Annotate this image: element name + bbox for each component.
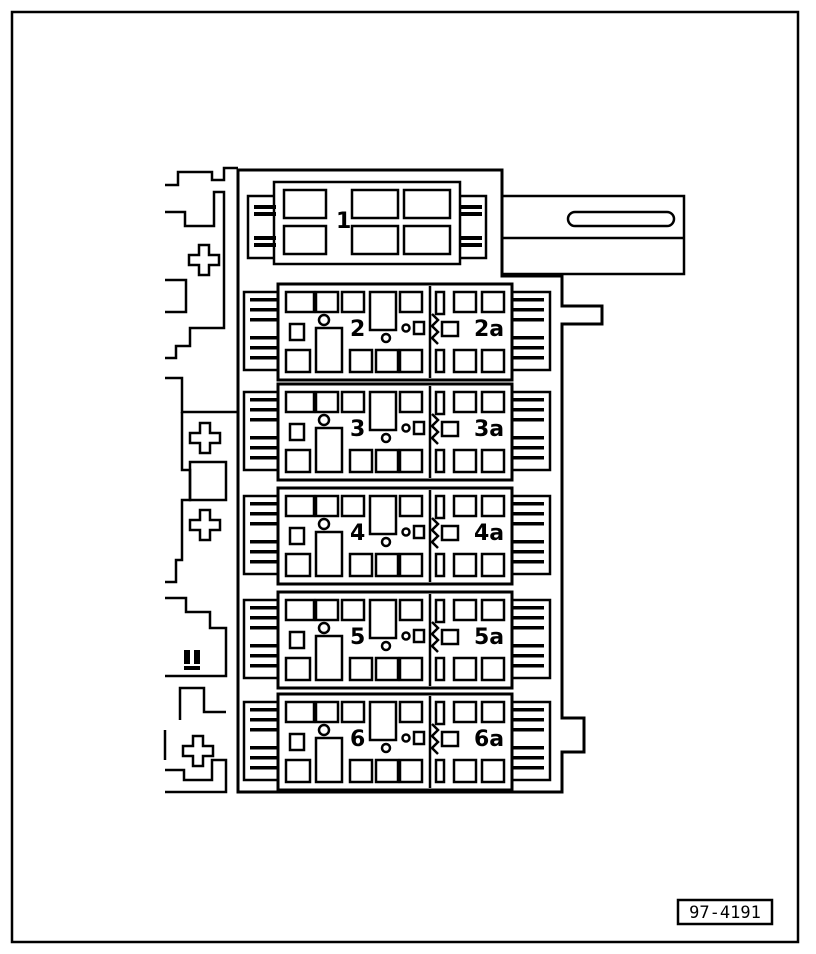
relay-label-a: 3a bbox=[474, 417, 504, 442]
plus-icon bbox=[187, 243, 221, 277]
relay-row bbox=[242, 692, 552, 792]
module-label-1: 1 bbox=[336, 209, 351, 234]
top-relay-module bbox=[246, 180, 488, 266]
main-housing bbox=[236, 168, 604, 794]
relay-row bbox=[242, 382, 552, 482]
left-bracket bbox=[163, 166, 238, 794]
plus-icon bbox=[188, 508, 222, 542]
relay-label-a: 5a bbox=[474, 625, 504, 650]
relay-row bbox=[242, 486, 552, 586]
plus-icon bbox=[181, 734, 215, 768]
relay-label: 6 bbox=[350, 727, 365, 752]
small-connector bbox=[184, 650, 200, 670]
relay-rows: 2 2a 3 3a 4 4a 5 5a 6 6a bbox=[242, 282, 552, 792]
right-bracket bbox=[502, 194, 686, 276]
relay-label: 4 bbox=[350, 521, 365, 546]
relay-label-a: 6a bbox=[474, 727, 504, 752]
relay-label: 5 bbox=[350, 625, 365, 650]
relay-row bbox=[242, 590, 552, 690]
relay-label: 3 bbox=[350, 417, 365, 442]
relay-label: 2 bbox=[350, 317, 365, 342]
relay-row bbox=[242, 282, 552, 382]
reference-number: 97-4191 bbox=[689, 903, 761, 923]
plus-icon-group bbox=[181, 243, 222, 768]
reference-box bbox=[676, 898, 774, 926]
relay-label-a: 2a bbox=[474, 317, 504, 342]
outer-frame bbox=[10, 10, 800, 944]
plus-icon bbox=[188, 421, 222, 455]
relay-label-a: 4a bbox=[474, 521, 504, 546]
